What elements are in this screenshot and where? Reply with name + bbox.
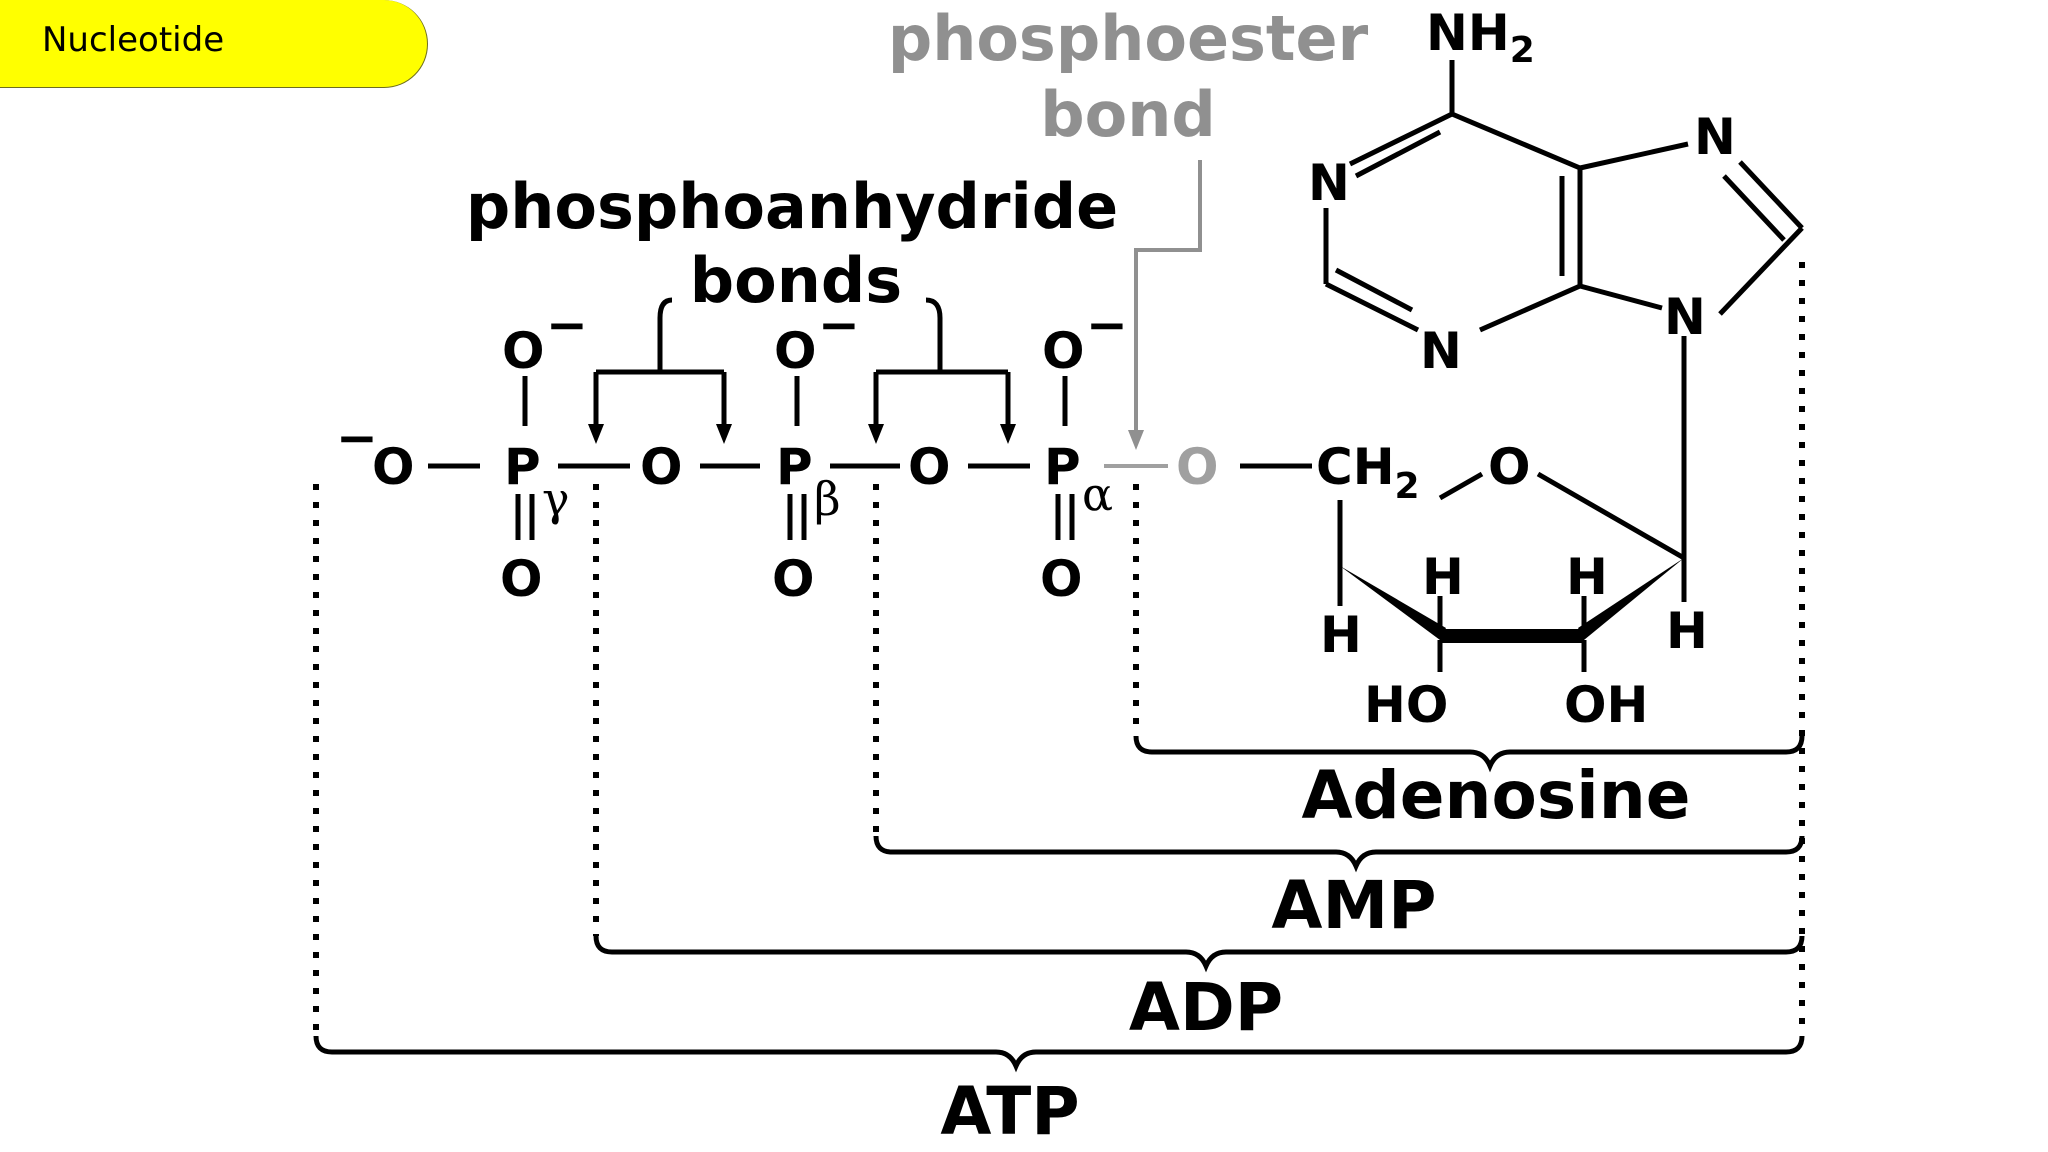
oxygen-gamma-top: O — [502, 322, 545, 380]
phosphoester-pointer — [1128, 160, 1202, 450]
gamma-label: γ — [542, 472, 570, 526]
adp-brace — [593, 935, 1805, 973]
h-c4: H — [1320, 606, 1362, 664]
h-c3: H — [1422, 548, 1464, 606]
beta-label: β — [814, 472, 841, 526]
minus-beta: − — [818, 296, 860, 354]
title-tab: Nucleotide — [0, 0, 428, 88]
oxygen-gamma-bottom: O — [500, 550, 543, 608]
oxygen-alpha-top: O — [1042, 322, 1085, 380]
terminal-minus: − — [336, 409, 378, 467]
minus-gamma: − — [546, 296, 588, 354]
h-c1: H — [1666, 602, 1708, 660]
label-phosphoanhydride-bonds: bonds — [690, 244, 902, 317]
dotted-guides — [313, 262, 1805, 1036]
phosphate-chain: − O P γ O − O O P β O − O O — [336, 296, 1420, 608]
hydroxyl-c3: HO — [1364, 676, 1448, 734]
n1: N — [1308, 154, 1350, 212]
ring-oxygen: O — [1488, 438, 1531, 496]
oxygen-beta-bottom: O — [772, 550, 815, 608]
slide-title: Nucleotide — [42, 20, 225, 60]
phosphoanhydride-pointers — [588, 297, 1016, 444]
minus-alpha: − — [1086, 296, 1128, 354]
label-phosphoester: phosphoester — [888, 2, 1369, 75]
adenosine-brace — [1133, 735, 1805, 773]
ribose-ring: O H H H H HO OH — [1320, 336, 1708, 734]
ch2-group: CH2 — [1316, 438, 1420, 507]
oxygen-beta-top: O — [774, 322, 817, 380]
n3: N — [1420, 322, 1462, 380]
label-atp: ATP — [940, 1073, 1079, 1150]
atp-brace — [313, 1035, 1805, 1073]
oxygen-ester: O — [1176, 438, 1219, 496]
hydroxyl-c2: OH — [1564, 676, 1648, 734]
oxygen-terminal: O — [372, 438, 415, 496]
phosphorus-gamma: P — [504, 438, 541, 496]
label-phosphoanhydride: phosphoanhydride — [466, 170, 1118, 243]
n9: N — [1664, 288, 1706, 346]
phosphorus-beta: P — [776, 438, 813, 496]
adenine-base: NH2 N N N N — [1308, 4, 1804, 380]
oxygen-alpha-bottom: O — [1040, 550, 1083, 608]
label-amp: AMP — [1271, 867, 1436, 944]
n7: N — [1694, 108, 1736, 166]
h-c2: H — [1566, 548, 1608, 606]
label-adp: ADP — [1129, 969, 1283, 1046]
label-adenosine: Adenosine — [1301, 757, 1690, 834]
label-phosphoester-bond: bond — [1040, 78, 1216, 151]
amino-group: NH2 — [1426, 4, 1535, 71]
phosphorus-alpha: P — [1044, 438, 1081, 496]
oxygen-bridge-1: O — [640, 438, 683, 496]
amp-brace — [873, 835, 1805, 873]
alpha-label: α — [1082, 467, 1113, 521]
oxygen-bridge-2: O — [908, 438, 951, 496]
